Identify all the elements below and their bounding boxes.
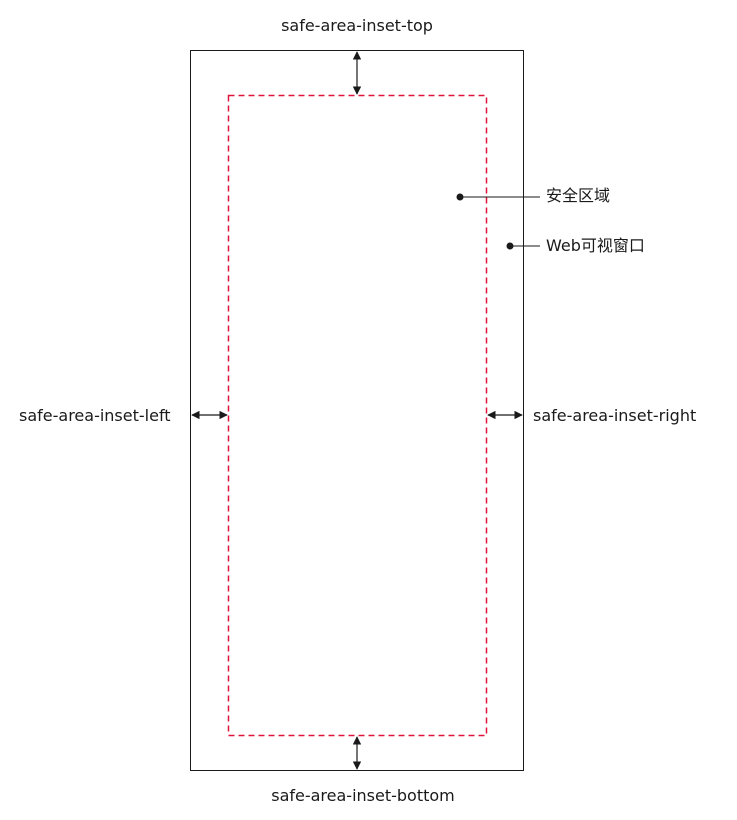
safe-area-label: 安全区域 bbox=[546, 186, 611, 205]
web-viewport-frame bbox=[190, 50, 524, 771]
safe-area-frame bbox=[227, 94, 488, 737]
web-viewport-label: Web可视窗口 bbox=[546, 236, 645, 255]
inset-left-label: safe-area-inset-left bbox=[19, 406, 171, 425]
inset-top-label: safe-area-inset-top bbox=[281, 16, 433, 35]
inset-right-label: safe-area-inset-right bbox=[533, 406, 697, 425]
inset-bottom-label: safe-area-inset-bottom bbox=[271, 786, 455, 805]
